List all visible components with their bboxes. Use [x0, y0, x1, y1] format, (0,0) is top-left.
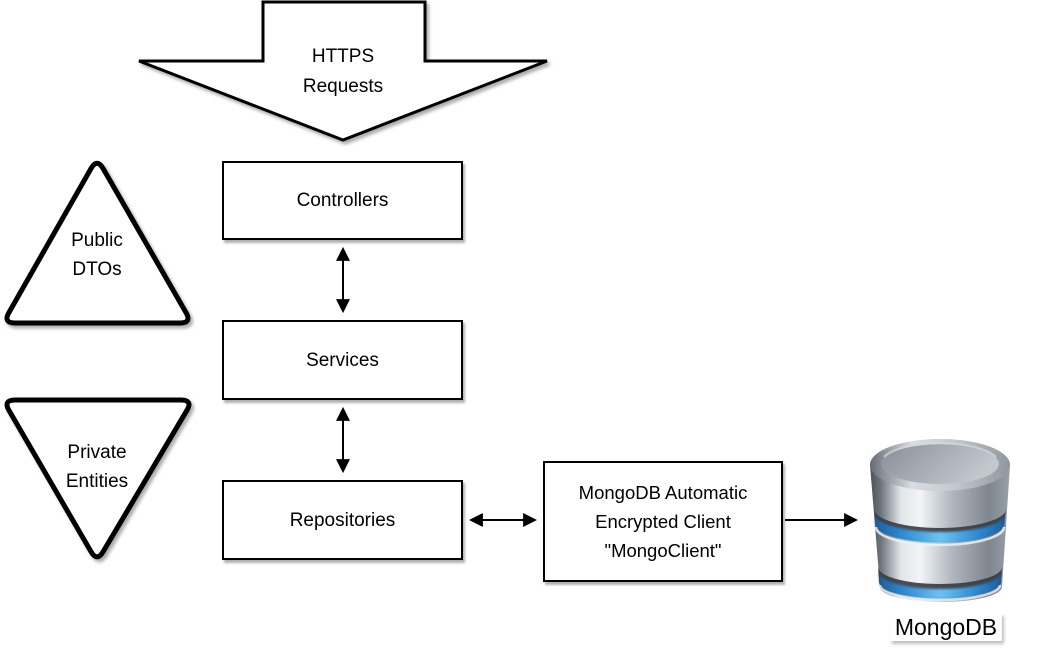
services-box: Services — [222, 320, 463, 400]
https-requests-label: HTTPS Requests — [302, 46, 384, 97]
mongo-client-box: MongoDB Automatic Encrypted Client "Mong… — [543, 461, 783, 582]
private-entities-triangle-shape — [4, 397, 192, 560]
public-dtos-triangle-shape — [4, 160, 191, 326]
mongodb-database-icon — [870, 439, 1010, 602]
private-entities-label: Private Entities — [65, 442, 129, 492]
mongodb-label: MongoDB — [889, 613, 1003, 641]
repositories-box: Repositories — [222, 480, 463, 560]
public-dtos-label: Public DTOs — [71, 230, 123, 280]
mongo-client-label: MongoDB Automatic Encrypted Client "Mong… — [578, 482, 748, 561]
https-fat-arrow-shape — [138, 0, 548, 142]
controllers-box: Controllers — [222, 161, 463, 240]
services-label: Services — [306, 349, 379, 371]
controllers-label: Controllers — [296, 190, 389, 211]
repositories-label: Repositories — [289, 509, 396, 531]
